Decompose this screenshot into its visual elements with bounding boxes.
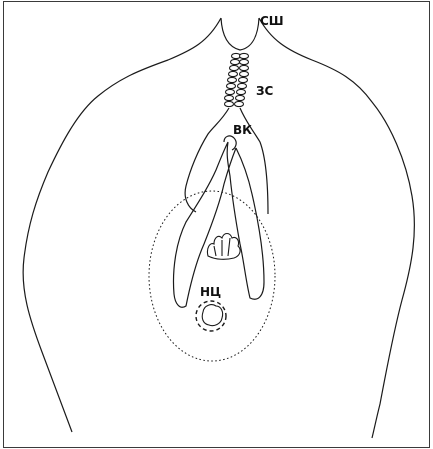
image-frame xyxy=(4,2,430,448)
label-zs: ЗС xyxy=(256,84,274,98)
label-vk: ВК xyxy=(233,123,252,137)
label-sh: СШ xyxy=(260,14,284,28)
label-nts: НЦ xyxy=(200,285,221,299)
